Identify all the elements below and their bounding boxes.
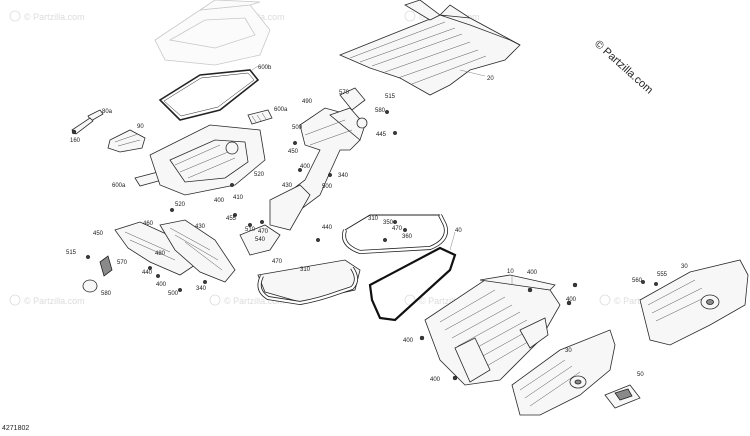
callout-520: 520 bbox=[175, 202, 186, 208]
callout-400: 400 bbox=[214, 198, 225, 204]
part-20-frame bbox=[338, 0, 521, 96]
callout-560: 560 bbox=[632, 278, 643, 284]
part-90-bracket bbox=[107, 129, 146, 153]
part-30-panel-upper bbox=[639, 259, 749, 346]
callout-450: 450 bbox=[93, 231, 104, 237]
callout-520: 520 bbox=[254, 172, 265, 178]
callout-400: 400 bbox=[403, 338, 414, 344]
callout-570: 570 bbox=[117, 260, 128, 266]
callout-430: 430 bbox=[195, 224, 206, 230]
svg-text:© Partzilla.com: © Partzilla.com bbox=[224, 296, 285, 306]
callout-30: 30 bbox=[565, 348, 572, 354]
callout-600a: 600a bbox=[274, 107, 288, 113]
part-600b-seal bbox=[158, 65, 260, 121]
callout-310: 310 bbox=[300, 267, 311, 273]
callout-470: 470 bbox=[272, 259, 283, 265]
callout-400: 400 bbox=[566, 297, 577, 303]
fasteners bbox=[85, 109, 659, 381]
callout-515: 515 bbox=[66, 250, 77, 256]
callout-400: 400 bbox=[430, 377, 441, 383]
part-310-handle-right bbox=[342, 214, 448, 255]
watermark: © Partzilla.com bbox=[9, 294, 85, 306]
callout-20: 20 bbox=[487, 76, 494, 82]
callout-470: 470 bbox=[258, 229, 269, 235]
callout-555: 555 bbox=[657, 272, 668, 278]
callout-500: 500 bbox=[168, 291, 179, 297]
watermark: © Partzilla.com bbox=[9, 10, 85, 22]
part-580-cap bbox=[82, 255, 113, 293]
svg-text:© Partzilla.com: © Partzilla.com bbox=[24, 296, 85, 306]
svg-text:© Partzilla.com: © Partzilla.com bbox=[419, 296, 480, 306]
callout-500: 500 bbox=[292, 125, 303, 131]
callout-490: 490 bbox=[302, 99, 313, 105]
callout-580: 580 bbox=[101, 291, 112, 297]
callout-160: 160 bbox=[70, 138, 81, 144]
callout-480: 480 bbox=[155, 251, 166, 257]
callout-440: 440 bbox=[142, 270, 153, 276]
callout-600a: 600a bbox=[112, 183, 126, 189]
callout-340: 340 bbox=[338, 173, 349, 179]
callout-440: 440 bbox=[322, 225, 333, 231]
callout-510: 510 bbox=[245, 227, 256, 233]
callout-430: 430 bbox=[282, 183, 293, 189]
callout-455: 455 bbox=[226, 216, 237, 222]
callout-40: 40 bbox=[455, 228, 462, 234]
part-tray bbox=[149, 124, 266, 196]
callout-470: 470 bbox=[392, 226, 403, 232]
callout-350: 350 bbox=[383, 220, 394, 226]
callout-500: 500 bbox=[322, 184, 333, 190]
part-50-latch bbox=[604, 384, 641, 409]
part-30-panel-lower bbox=[511, 329, 616, 416]
part-10-box bbox=[424, 274, 561, 386]
callout-515: 515 bbox=[385, 94, 396, 100]
callout-400: 400 bbox=[527, 270, 538, 276]
diagram-code: 4271802 bbox=[2, 425, 30, 432]
part-40-gasket bbox=[368, 231, 457, 322]
callout-400: 400 bbox=[300, 164, 311, 170]
callout-310: 310 bbox=[368, 216, 379, 222]
part-600a-strip-top bbox=[247, 109, 273, 125]
callout-580: 580 bbox=[375, 108, 386, 114]
callout-80a: 80a bbox=[102, 109, 113, 115]
watermark: © Partzilla.com bbox=[209, 294, 285, 306]
callout-540: 540 bbox=[255, 237, 266, 243]
callout-400: 400 bbox=[156, 282, 167, 288]
callout-360: 360 bbox=[402, 234, 413, 240]
callout-10: 10 bbox=[507, 269, 514, 275]
part-160-tool bbox=[71, 117, 94, 135]
callout-600b: 600b bbox=[258, 65, 272, 71]
callout-460: 460 bbox=[143, 221, 154, 227]
callout-410: 410 bbox=[233, 195, 244, 201]
callout-450: 450 bbox=[288, 149, 299, 155]
callout-340: 340 bbox=[196, 286, 207, 292]
svg-text:© Partzilla.com: © Partzilla.com bbox=[24, 12, 85, 22]
part-490-frame bbox=[269, 87, 368, 231]
callout-570: 570 bbox=[339, 90, 350, 96]
callout-30: 30 bbox=[681, 264, 688, 270]
callout-50: 50 bbox=[637, 372, 644, 378]
part-cover-ghost bbox=[154, 0, 271, 66]
part-310-handle-left bbox=[257, 259, 361, 306]
callout-labels: 20 600b 600a 600a 80a 90 160 490 570 515… bbox=[66, 65, 688, 383]
callout-445: 445 bbox=[376, 132, 387, 138]
part-linkage-left bbox=[114, 219, 281, 283]
callout-90: 90 bbox=[137, 124, 144, 130]
